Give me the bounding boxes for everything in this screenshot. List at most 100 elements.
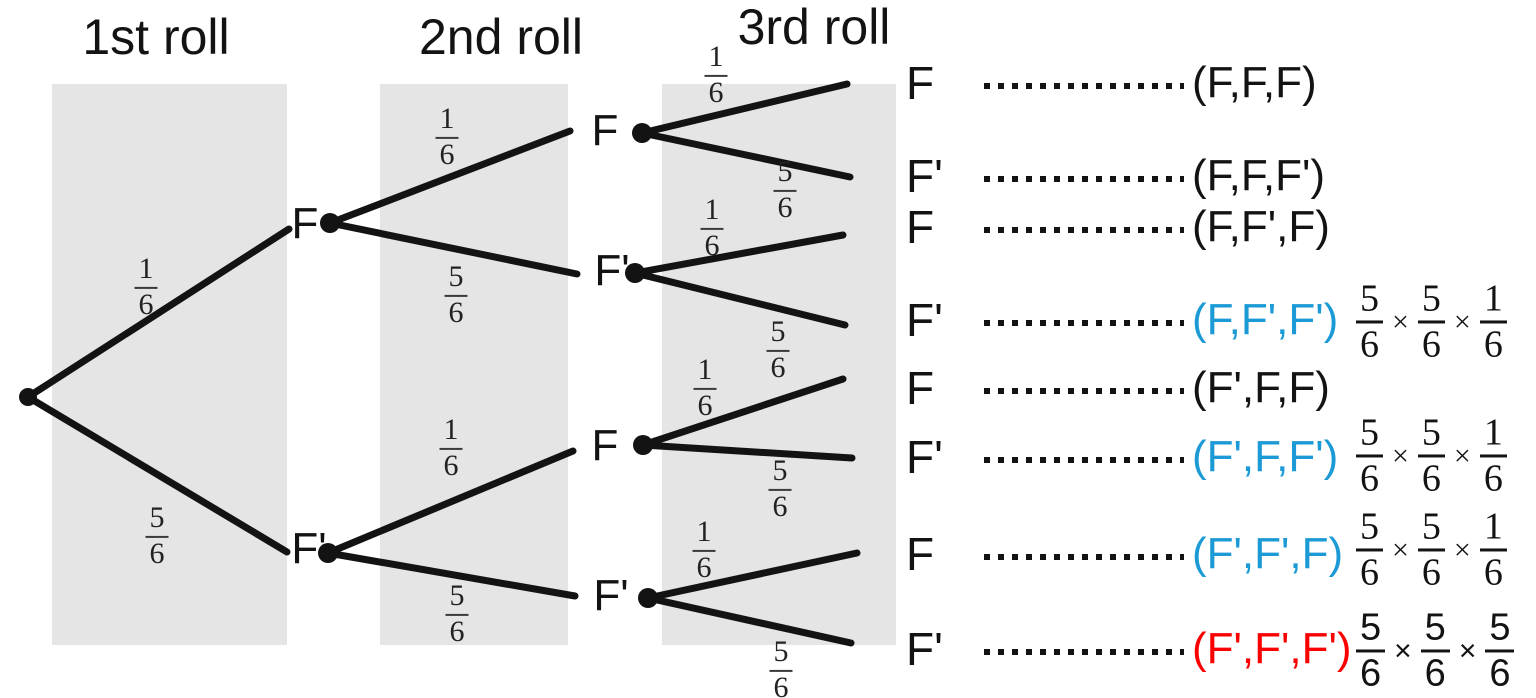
- prob-numerator: 5: [768, 455, 792, 491]
- product-fraction: 5 6: [1485, 607, 1515, 695]
- prob-label-fpfp-fp: 5 6: [769, 636, 793, 698]
- prob-numerator: 5: [445, 580, 469, 616]
- outcome-tuple-wrap: (F',F,F): [1192, 366, 1330, 410]
- product-fraction: 5 6: [1417, 278, 1445, 365]
- outcome-tuple-wrap: (F,F',F): [1192, 205, 1330, 249]
- prob-numerator: 5: [1356, 278, 1383, 324]
- prob-denominator: 6: [704, 228, 720, 262]
- prob-label-fp-fp: 5 6: [445, 580, 469, 647]
- branch-ff-f: [638, 80, 851, 137]
- prob-denominator: 6: [149, 536, 165, 570]
- node-dot-fpf: [633, 435, 653, 455]
- dotted-leader: [984, 83, 1184, 89]
- outcome-letter: F': [906, 623, 943, 675]
- prob-numerator: 1: [704, 41, 728, 77]
- probability-product: 5 6 × 5 6 × 5 6: [1356, 607, 1515, 695]
- branch-ffp-fp: [631, 269, 849, 329]
- node-dot-ff: [632, 123, 652, 143]
- prob-label-ffp-fp: 5 6: [766, 316, 790, 383]
- branch-fpfp-fp: [644, 594, 855, 647]
- prob-label-f-fp: 5 6: [444, 261, 468, 328]
- outcome-tuple-wrap: (F',F',F): [1192, 532, 1343, 576]
- prob-label-ffp-f: 1 6: [700, 194, 724, 262]
- outcome-tuple: (F',F',F): [1192, 529, 1344, 578]
- prob-label-fpfp-f: 1 6: [692, 516, 716, 584]
- branch-root-fp: [24, 393, 291, 556]
- node-dot-ffp: [625, 263, 645, 283]
- prob-denominator: 6: [777, 190, 793, 224]
- times-sign: ×: [1392, 439, 1409, 472]
- outcome-letter: F: [906, 201, 935, 253]
- tree-branches: [24, 80, 861, 647]
- outcome-letter: F': [906, 431, 943, 483]
- column-title-2nd-roll: 2nd roll: [419, 9, 583, 65]
- prob-numerator: 1: [1479, 412, 1507, 458]
- outcome-tuple: (F,F,F): [1192, 58, 1317, 107]
- product-fraction: 5 6: [1420, 607, 1450, 695]
- times-sign: ×: [1392, 533, 1409, 566]
- product-fraction: 5 6: [1417, 506, 1445, 593]
- prob-denominator: 6: [1483, 323, 1503, 366]
- column-title-3rd-roll: 3rd roll: [737, 0, 891, 55]
- branch-root-f: [24, 225, 293, 401]
- probability-product: 5 6 × 5 6 × 1 6: [1356, 506, 1507, 593]
- outcome-tuple-wrap: (F,F,F'): [1192, 154, 1325, 198]
- prob-denominator: 6: [439, 137, 455, 171]
- product-fraction: 1 6: [1479, 412, 1507, 499]
- branch-fp-f: [324, 447, 577, 557]
- node-dot-fp: [318, 543, 338, 563]
- prob-label-ff-fp: 5 6: [773, 156, 797, 224]
- prob-label-fp-f: 1 6: [439, 414, 463, 481]
- branch-fpfp-f: [644, 549, 861, 602]
- prob-numerator: 1: [435, 103, 459, 139]
- node-label-roll2-ff: F: [591, 106, 619, 155]
- prob-numerator: 5: [1420, 607, 1450, 653]
- prob-label-fpf-fp: 5 6: [768, 455, 792, 523]
- dotted-leader: [984, 227, 1184, 233]
- outcome-tuple: (F,F,F'): [1192, 151, 1326, 200]
- prob-numerator: 5: [1356, 607, 1386, 653]
- product-fraction: 5 6: [1417, 412, 1445, 500]
- product-fraction: 5 6: [1356, 607, 1386, 694]
- product-fraction: 5 6: [1356, 506, 1383, 593]
- node-label-roll1-fp: F': [291, 524, 327, 573]
- prob-denominator: 6: [696, 550, 712, 584]
- prob-label-root-f: 1 6: [134, 253, 158, 321]
- outcome-letter: F: [906, 57, 935, 109]
- dotted-leader: [984, 320, 1184, 326]
- prob-numerator: 5: [773, 156, 797, 192]
- dotted-leader: [984, 554, 1184, 560]
- prob-denominator: 6: [773, 670, 789, 698]
- prob-denominator: 6: [1424, 652, 1446, 695]
- prob-numerator: 5: [145, 502, 169, 538]
- branch-fp-fp: [324, 549, 579, 600]
- prob-label-root-fp: 5 6: [145, 502, 169, 570]
- column-title-1st-roll: 1st roll: [82, 9, 230, 65]
- tree-nodes: [19, 123, 658, 608]
- prob-denominator: 6: [1483, 551, 1503, 594]
- dotted-leader: [984, 388, 1184, 394]
- dotted-leader: [984, 649, 1184, 655]
- outcome-tuple-wrap: (F,F',F'): [1192, 298, 1338, 342]
- branch-fpf-fp: [639, 441, 856, 462]
- dotted-leader: [984, 457, 1184, 463]
- prob-label-fpf-f: 1 6: [693, 354, 717, 421]
- product-fraction: 1 6: [1479, 278, 1507, 366]
- outcome-tuple: (F,F',F): [1192, 202, 1330, 251]
- outcome-letter: F: [906, 362, 935, 414]
- branch-ffp-f: [631, 231, 847, 277]
- prob-numerator: 5: [1485, 607, 1515, 653]
- prob-denominator: 6: [772, 489, 788, 523]
- prob-denominator: 6: [138, 287, 154, 321]
- prob-denominator: 6: [1421, 457, 1441, 500]
- node-dot-fpfp: [638, 588, 658, 608]
- branch-f-f: [326, 127, 574, 227]
- prob-numerator: 5: [1417, 506, 1445, 552]
- prob-numerator: 1: [1479, 506, 1507, 552]
- times-sign: ×: [1453, 533, 1471, 566]
- prob-numerator: 5: [1356, 412, 1383, 458]
- prob-denominator: 6: [1360, 551, 1379, 594]
- probability-product: 5 6 × 5 6 × 1 6: [1356, 412, 1507, 499]
- prob-denominator: 6: [1489, 652, 1511, 695]
